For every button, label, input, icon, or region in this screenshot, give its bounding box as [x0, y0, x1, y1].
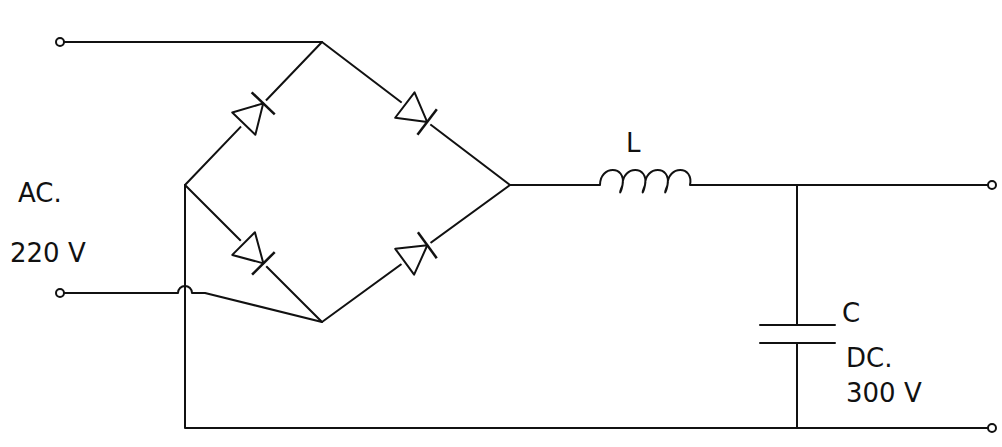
- capacitor-symbol: [760, 185, 835, 428]
- voltage-value: 300 V: [846, 380, 922, 406]
- input-wire: [64, 41, 322, 43]
- inductor-label: L: [626, 130, 641, 156]
- diode-symbol: [229, 229, 277, 277]
- diode-symbol: [392, 230, 440, 277]
- terminal: [56, 289, 64, 297]
- voltage-value: 220 V: [10, 240, 86, 266]
- output-label: DC.: [846, 345, 892, 371]
- output-wire: [690, 184, 988, 186]
- inductor-symbol: [600, 170, 690, 193]
- inductor-coil: [600, 170, 690, 193]
- diode-group: [229, 89, 440, 277]
- output-wire: [510, 184, 600, 186]
- terminal: [988, 181, 996, 189]
- return-wire: [185, 185, 988, 428]
- diode-symbol: [229, 89, 277, 137]
- source-label: AC.: [18, 180, 62, 206]
- diode-symbol: [392, 90, 440, 137]
- capacitor-label: C: [842, 300, 860, 326]
- terminal: [988, 424, 996, 432]
- terminal: [56, 38, 64, 46]
- bridge-wiring: [185, 42, 510, 322]
- input-wire: [64, 286, 322, 322]
